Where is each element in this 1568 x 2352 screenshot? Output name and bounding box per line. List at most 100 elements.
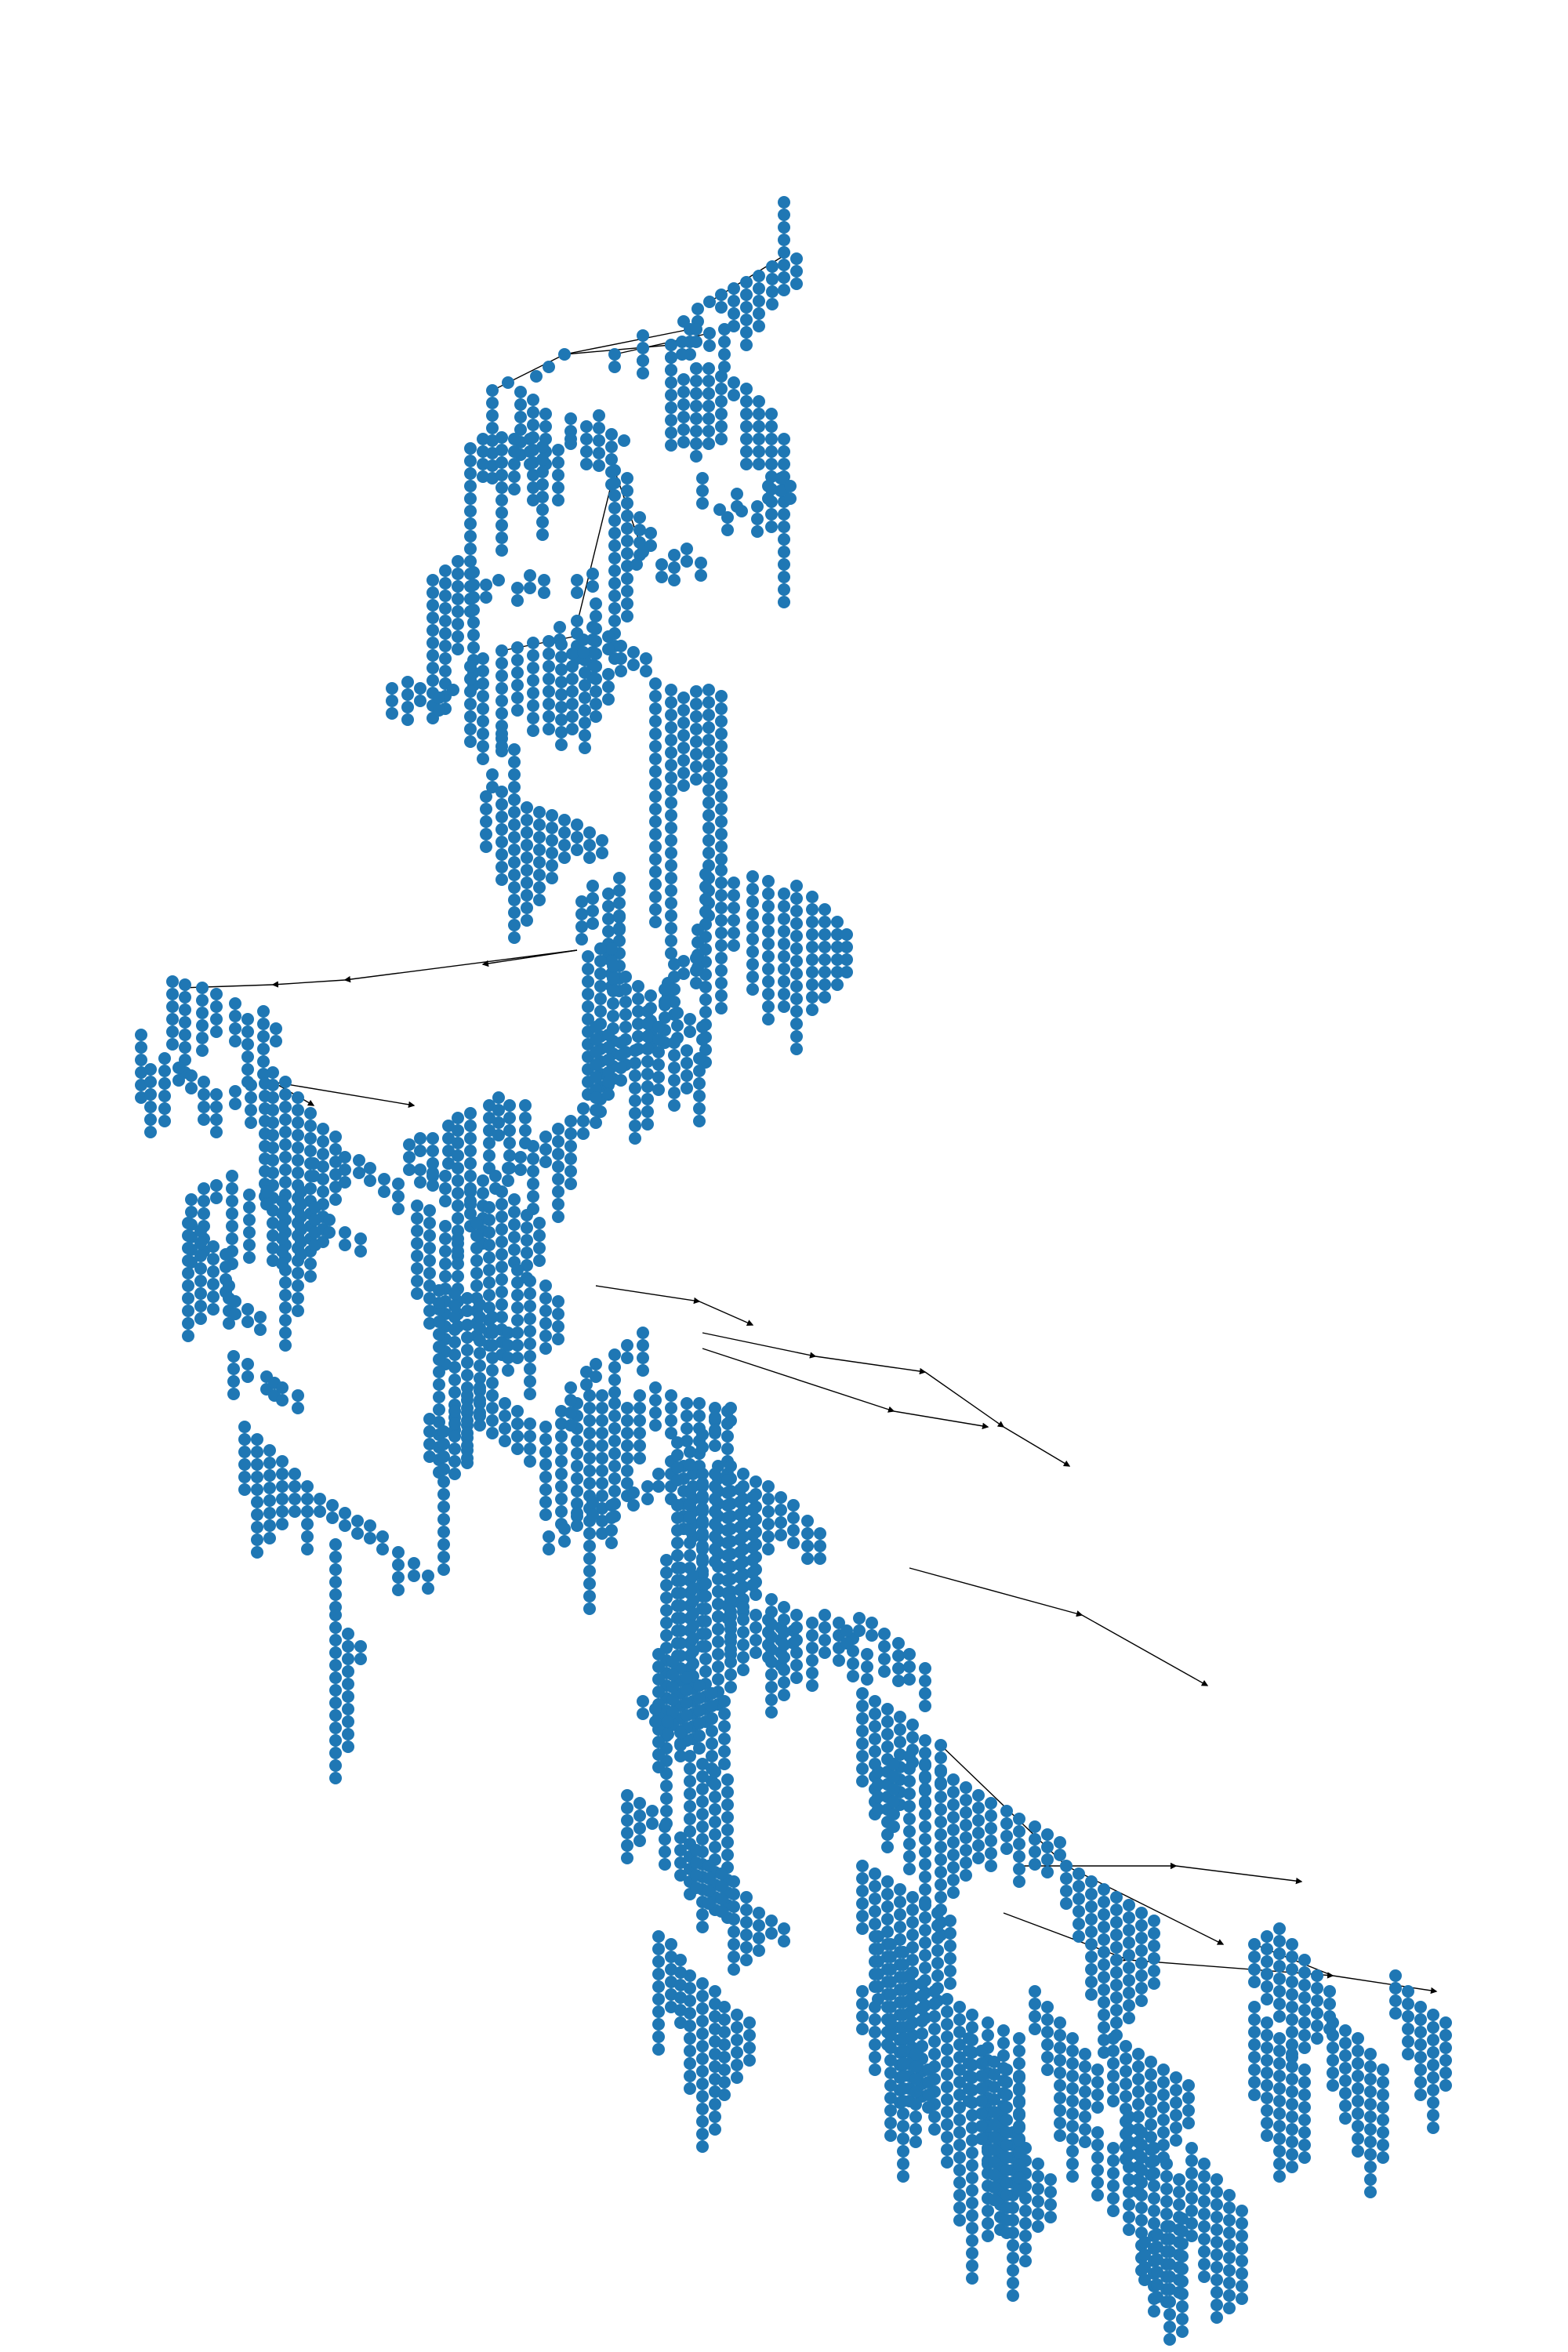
graph-node [897, 2057, 909, 2070]
graph-node [972, 1827, 985, 1839]
graph-node [699, 868, 712, 880]
graph-node [1236, 2205, 1248, 2217]
graph-node [696, 1552, 709, 1565]
graph-node [511, 1289, 524, 1301]
graph-node [1414, 2089, 1427, 2101]
graph-node [608, 348, 621, 361]
graph-node [386, 682, 398, 695]
graph-node [629, 1057, 641, 1069]
graph-node [887, 1808, 900, 1820]
graph-node [486, 397, 499, 409]
graph-node [495, 1223, 508, 1236]
graph-node [696, 2090, 709, 2103]
graph-node [818, 1634, 831, 1646]
graph-node [765, 1606, 778, 1618]
graph-node [947, 1773, 960, 1786]
graph-node [135, 1041, 147, 1054]
graph-node [641, 1005, 654, 1018]
graph-node [486, 384, 499, 397]
graph-node [590, 1071, 602, 1083]
graph-node [892, 1637, 905, 1650]
graph-node [762, 1543, 775, 1555]
graph-node [1160, 2183, 1173, 2195]
graph-node [790, 1646, 803, 1659]
graph-node [439, 577, 452, 590]
graph-node [586, 880, 599, 892]
graph-node [696, 1477, 709, 1490]
graph-node [953, 2139, 966, 2151]
graph-node [1044, 2198, 1057, 2211]
graph-node [790, 1018, 803, 1030]
graph-node [953, 2013, 966, 2026]
graph-node [684, 2070, 696, 2082]
edge [572, 470, 615, 638]
graph-node [292, 1091, 304, 1104]
graph-node [486, 1339, 499, 1352]
graph-node [903, 1813, 916, 1825]
graph-node [1273, 2145, 1286, 2158]
graph-node [1298, 1966, 1311, 1979]
graph-node [715, 715, 728, 728]
graph-node [681, 1082, 693, 1094]
graph-node [495, 786, 508, 798]
graph-node [426, 649, 439, 662]
graph-node [439, 627, 452, 640]
graph-node [718, 1720, 731, 1733]
graph-node [633, 1439, 646, 1452]
graph-node [629, 1044, 641, 1057]
graph-node [947, 1824, 960, 1836]
graph-node [1151, 2291, 1163, 2303]
graph-node [527, 394, 539, 406]
graph-node [1248, 2038, 1261, 2051]
graph-node [502, 1174, 514, 1187]
graph-node [376, 1543, 389, 1555]
graph-node [629, 1120, 641, 1132]
graph-node [1173, 2186, 1185, 2198]
graph-node [847, 1670, 859, 1682]
graph-node [519, 1112, 532, 1124]
graph-node [660, 1592, 673, 1604]
graph-node [684, 1775, 696, 1788]
graph-node [903, 1750, 916, 1762]
graph-node [724, 1618, 737, 1631]
graph-node [524, 1375, 536, 1388]
graph-node [931, 1944, 944, 1957]
graph-node [724, 1402, 737, 1414]
graph-node [1120, 2078, 1132, 2090]
graph-node [477, 677, 489, 690]
graph-node [464, 1207, 477, 1220]
graph-node [1123, 2198, 1135, 2211]
graph-node [985, 1847, 997, 1860]
graph-node [543, 1543, 555, 1555]
graph-node [728, 376, 740, 389]
graph-node [997, 2049, 1010, 2062]
graph-node [555, 713, 568, 726]
graph-node [483, 1124, 495, 1137]
graph-node [251, 1546, 263, 1559]
graph-node [251, 1471, 263, 1483]
graph-node [207, 1290, 220, 1303]
graph-node [975, 2107, 988, 2120]
graph-node [220, 1248, 232, 1261]
graph-node [309, 1201, 321, 1214]
graph-node [931, 1932, 944, 1944]
graph-node [696, 472, 709, 485]
graph-node [1148, 1940, 1160, 1952]
graph-node [1066, 2070, 1079, 2082]
graph-node [1339, 2024, 1352, 2037]
graph-node [1013, 1863, 1025, 1875]
graph-node [712, 1673, 724, 1686]
graph-node [276, 1220, 289, 1232]
graph-node [753, 420, 765, 433]
graph-node [339, 1176, 351, 1189]
graph-node [696, 485, 709, 497]
graph-node [1170, 2109, 1182, 2122]
edge [1332, 1975, 1438, 1994]
graph-node [555, 1468, 568, 1480]
graph-node [437, 1526, 450, 1538]
graph-node [480, 840, 492, 853]
graph-node [1223, 2214, 1236, 2227]
graph-node [1000, 2214, 1013, 2227]
graph-node [608, 590, 621, 602]
graph-node [483, 1201, 495, 1214]
